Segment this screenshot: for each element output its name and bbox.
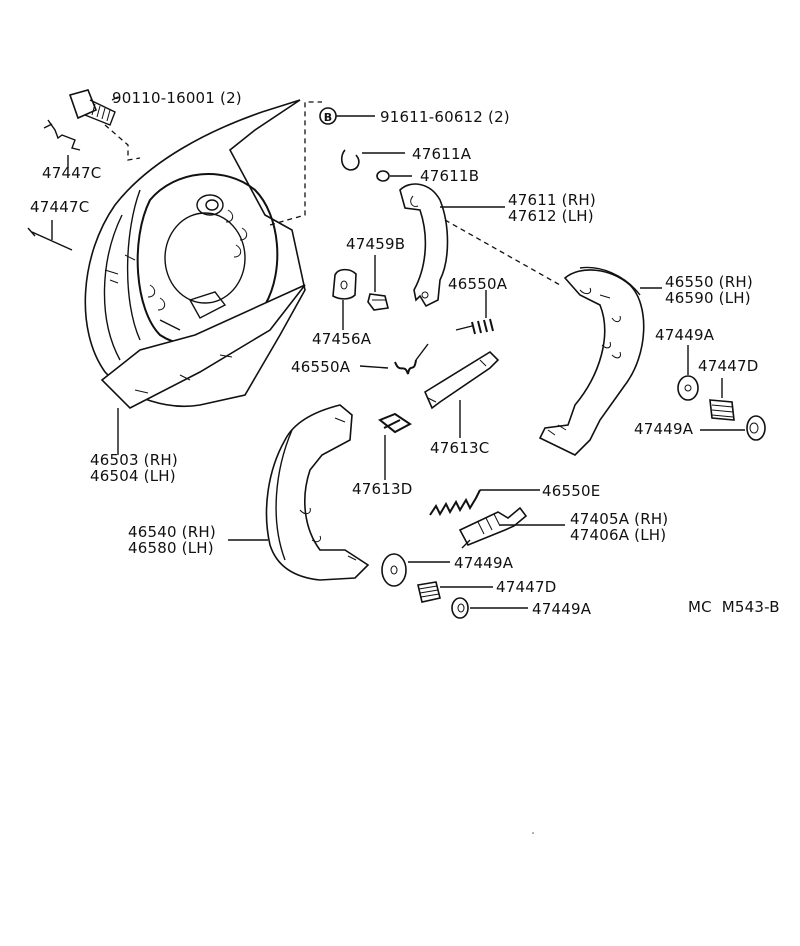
label-spring-a-upper: 46550A (448, 275, 508, 293)
label-plate-rh: 46503 (RH) (90, 451, 178, 469)
spring-47447d-bottom (417, 581, 493, 603)
label-shoe-lower-lh: 46580 (LH) (128, 539, 214, 557)
marked-bolt-letter: B (324, 111, 333, 124)
cup-47449a-upper (677, 345, 699, 401)
label-clip-c-left: 47447C (30, 198, 89, 216)
label-spring-a-lower: 46550A (291, 358, 351, 376)
label-shoe-upper-rh: 46550 (RH) (665, 273, 753, 291)
marked-bolt-symbol: B (319, 107, 375, 125)
label-spring-e: 46550E (542, 482, 600, 500)
plug-47459b (367, 255, 389, 311)
diagram-code: MC M543-B (688, 598, 780, 616)
pin-47447c-left (27, 220, 73, 251)
label-plug-b: 47459B (346, 235, 405, 253)
plate-47456a (332, 268, 357, 330)
label-spring-d-bottom: 47447D (496, 578, 556, 596)
clip-47447c-top (43, 119, 81, 168)
label-cup-bottom: 47449A (532, 600, 592, 618)
cup-47449a-mid (381, 553, 450, 587)
label-plate-456a: 47456A (312, 330, 372, 348)
spring-46550a-lower (359, 343, 429, 375)
strut-47613c (423, 350, 500, 438)
washer-47611b (376, 170, 412, 182)
label-adjuster-rh: 47405A (RH) (570, 510, 668, 528)
backing-plate (84, 99, 306, 455)
cup-47449a-bottom (451, 597, 528, 619)
bolt-part (68, 89, 141, 161)
label-plate-lh: 46504 (LH) (90, 467, 176, 485)
label-spring-d-right: 47447D (698, 357, 758, 375)
spring-47447d-right (709, 378, 735, 421)
label-cup-right: 47449A (634, 420, 694, 438)
label-lever-lh: 47612 (LH) (508, 207, 594, 225)
label-marked-bolt: 91611-60612 (2) (380, 108, 510, 126)
adjuster-47405a (458, 506, 565, 549)
label-spring-clip: 47613D (352, 480, 412, 498)
spring-46550e (429, 489, 540, 517)
label-bolt: 90110-16001 (2) (112, 89, 242, 107)
cup-47449a-right (700, 415, 766, 441)
label-clip-c-top: 47447C (42, 164, 101, 182)
label-cup-mid: 47449A (454, 554, 514, 572)
label-lever-rh: 47611 (RH) (508, 191, 596, 209)
label-shoe-lower-rh: 46540 (RH) (128, 523, 216, 541)
label-washer-b: 47611B (420, 167, 479, 185)
spring-clip-47613d (378, 412, 412, 480)
spring-46550a-upper (455, 290, 494, 335)
artifact-dot (532, 832, 534, 834)
label-adjuster-lh: 47406A (LH) (570, 526, 666, 544)
bolt-leader-dash (269, 101, 322, 226)
brake-shoe-upper (538, 266, 662, 456)
brake-shoe-lower (228, 404, 370, 581)
parking-lever (399, 183, 561, 308)
plate-47611a (340, 149, 405, 171)
label-shoe-upper-lh: 46590 (LH) (665, 289, 751, 307)
label-cup-upper: 47449A (655, 326, 715, 344)
label-plate-a: 47611A (412, 145, 472, 163)
label-strut: 47613C (430, 439, 489, 457)
